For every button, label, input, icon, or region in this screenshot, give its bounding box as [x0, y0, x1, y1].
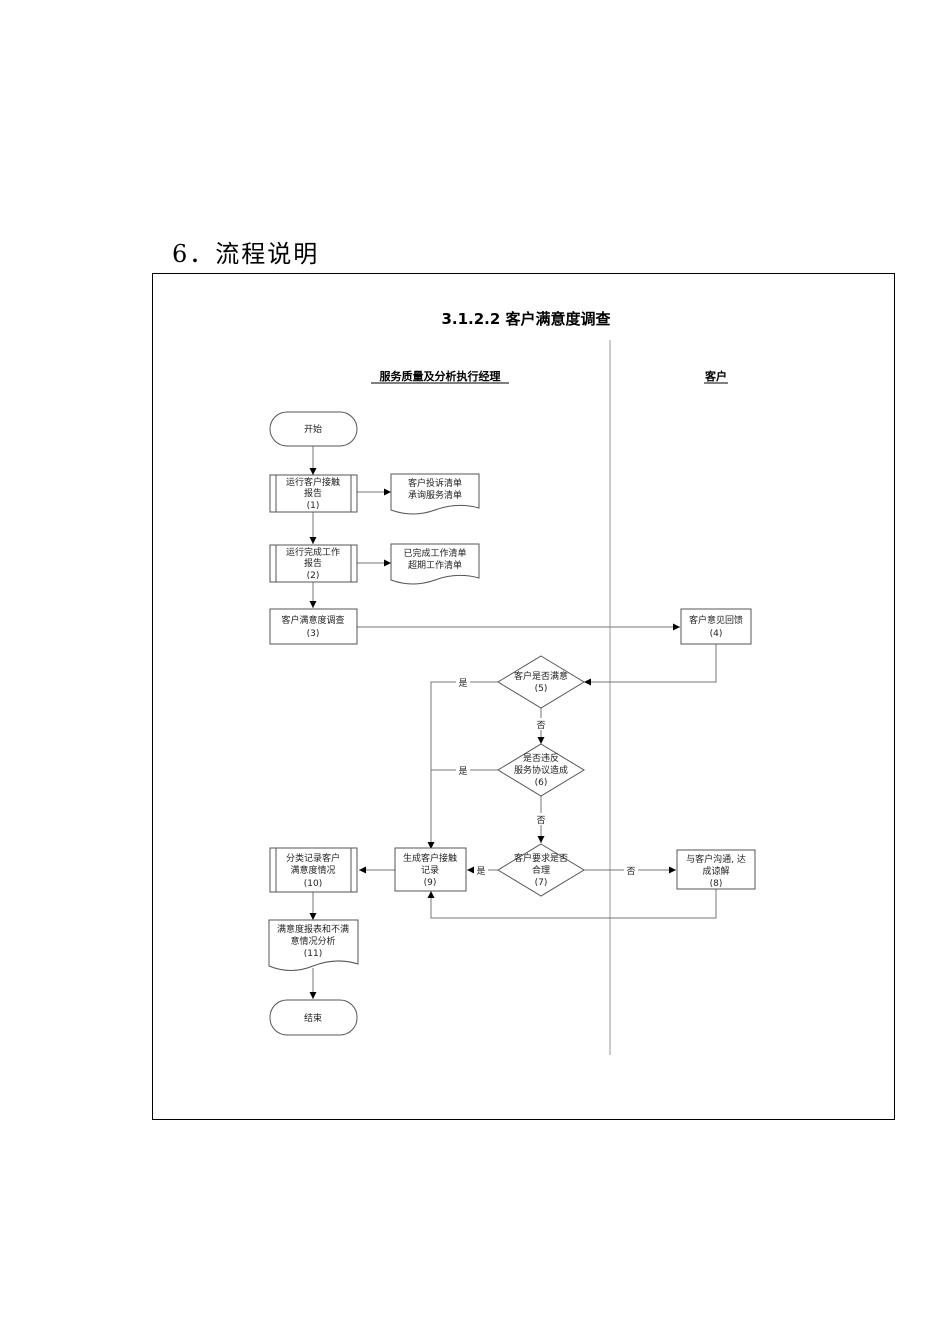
svg-text:满意度情况: 满意度情况: [290, 864, 335, 876]
connectors: [309, 446, 717, 999]
svg-text:分类记录客户: 分类记录客户: [286, 852, 340, 864]
svg-text:运行完成工作: 运行完成工作: [286, 546, 340, 558]
flowchart-frame: [152, 273, 895, 1120]
diagram-title: 3.1.2.2 客户满意度调查: [441, 310, 611, 328]
svg-text:结束: 结束: [304, 1012, 322, 1024]
step-9-contact-record: 生成客户接触 记录 (9): [394, 847, 467, 892]
decision-6-agreement-breach: 是否违反 服务协议造成 (6): [497, 743, 585, 797]
svg-text:(8): (8): [710, 879, 723, 889]
svg-text:记录: 记录: [421, 865, 439, 876]
end-terminal: 结束: [269, 999, 358, 1036]
svg-text:(7): (7): [535, 878, 548, 888]
svg-text:(9): (9): [424, 878, 437, 888]
step-1-contact-report: 运行客户接触 报告 (1): [269, 474, 358, 513]
edge-label-no-5: 否: [536, 720, 545, 731]
lane-header-customer: 客户: [704, 369, 728, 384]
edge-label-yes-7: 是: [476, 866, 485, 877]
edge-label-no-6: 否: [536, 815, 545, 826]
svg-text:客户满意度调查: 客户满意度调查: [281, 614, 344, 626]
svg-text:合理: 合理: [532, 864, 550, 876]
svg-text:开始: 开始: [304, 423, 322, 435]
document-complaint-list: 客户投诉清单 承询服务清单: [390, 473, 480, 515]
edge-label-yes-5: 是: [458, 678, 467, 689]
edge-label-no-7: 否: [626, 866, 635, 877]
svg-text:(5): (5): [535, 684, 548, 694]
step-2-work-report: 运行完成工作 报告 (2): [269, 544, 358, 583]
edge-label-yes-6: 是: [458, 766, 467, 777]
document-work-list: 已完成工作清单 超期工作清单: [390, 543, 480, 585]
svg-text:客户是否满意: 客户是否满意: [514, 670, 568, 682]
svg-text:运行客户接触: 运行客户接触: [286, 476, 340, 488]
svg-text:与客户沟通, 达: 与客户沟通, 达: [686, 853, 746, 865]
svg-text:满意度报表和不满: 满意度报表和不满: [277, 923, 349, 935]
svg-text:报告: 报告: [304, 557, 322, 569]
svg-text:意情况分析: 意情况分析: [290, 935, 335, 947]
step-8-communicate-customer: 与客户沟通, 达 成谅解 (8): [676, 849, 756, 890]
decision-7-request-reasonable: 客户要求是否 合理 (7): [497, 843, 585, 897]
svg-text:(1): (1): [307, 501, 320, 511]
svg-text:报告: 报告: [304, 487, 322, 499]
svg-text:生成客户接触: 生成客户接触: [403, 852, 457, 864]
svg-text:已完成工作清单: 已完成工作清单: [403, 547, 466, 559]
svg-text:超期工作清单: 超期工作清单: [408, 559, 462, 571]
decision-5-satisfied: 客户是否满意 (5): [497, 655, 585, 709]
section-heading: 6．流程说明: [172, 240, 320, 268]
svg-text:服务协议造成: 服务协议造成: [514, 764, 568, 776]
svg-text:客户要求是否: 客户要求是否: [514, 852, 568, 864]
svg-text:客户意见回馈: 客户意见回馈: [689, 614, 743, 626]
step-3-satisfaction-survey: 客户满意度调查 (3): [269, 608, 358, 645]
step-11-report-analysis: 满意度报表和不满 意情况分析 (11): [268, 919, 359, 971]
svg-text:(10): (10): [304, 879, 322, 889]
step-4-customer-feedback: 客户意见回馈 (4): [680, 608, 752, 645]
svg-text:客户: 客户: [704, 369, 727, 383]
svg-text:承询服务清单: 承询服务清单: [408, 489, 462, 501]
svg-text:(3): (3): [307, 629, 320, 639]
svg-text:服务质量及分析执行经理: 服务质量及分析执行经理: [380, 369, 501, 383]
svg-text:(4): (4): [710, 629, 723, 639]
lane-header-manager: 服务质量及分析执行经理: [371, 369, 509, 384]
svg-text:客户投诉清单: 客户投诉清单: [408, 477, 462, 489]
svg-text:是否违反: 是否违反: [523, 753, 559, 764]
step-10-classify-record: 分类记录客户 满意度情况 (10): [269, 847, 358, 893]
svg-text:成谅解: 成谅解: [702, 865, 729, 877]
svg-text:(6): (6): [535, 778, 548, 788]
svg-text:(11): (11): [304, 949, 322, 959]
start-terminal: 开始: [269, 411, 358, 447]
svg-text:(2): (2): [307, 571, 320, 581]
